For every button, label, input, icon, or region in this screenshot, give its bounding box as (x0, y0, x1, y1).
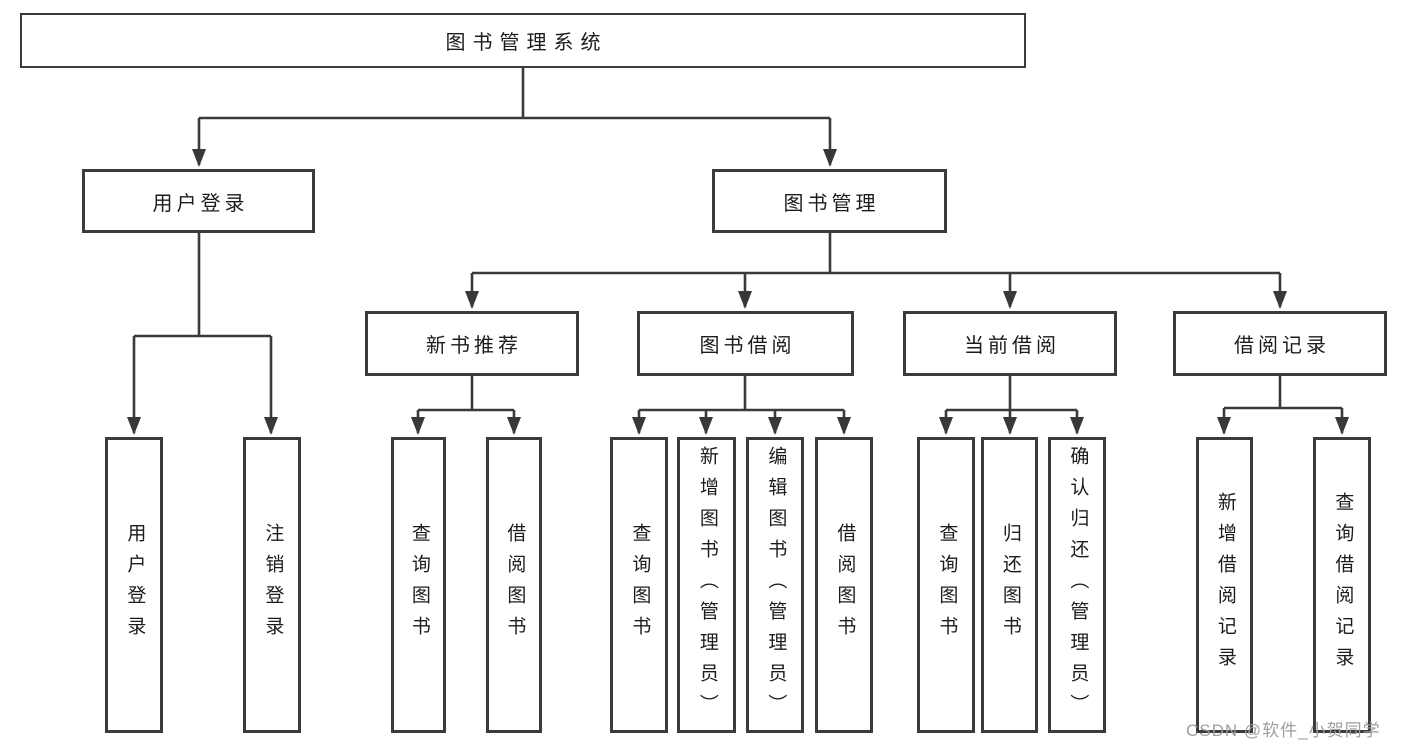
leaf-edit-book-admin: 编辑图书（管理员） (746, 437, 804, 733)
node-user-login: 用户登录 (82, 169, 315, 233)
leaf-user-login: 用户登录 (105, 437, 163, 733)
leaf-add-book-admin: 新增图书（管理员） (677, 437, 736, 733)
node-book-borrowing: 图书借阅 (637, 311, 854, 376)
csdn-watermark: CSDN @软件_小贺同学 (1186, 721, 1381, 740)
leaf-query-borrow-record: 查询借阅记录 (1313, 437, 1371, 733)
node-borrowing-records: 借阅记录 (1173, 311, 1387, 376)
leaf-return-book: 归还图书 (981, 437, 1038, 733)
leaf-borrow-query-book: 查询图书 (610, 437, 668, 733)
leaf-borrow-book: 借阅图书 (815, 437, 873, 733)
leaf-current-query-book: 查询图书 (917, 437, 975, 733)
leaf-rec-borrow-book: 借阅图书 (486, 437, 542, 733)
connector-backbone (134, 68, 1342, 412)
leaf-confirm-return-admin: 确认归还（管理员） (1048, 437, 1106, 733)
leaf-rec-query-book: 查询图书 (391, 437, 446, 733)
node-current-borrowing: 当前借阅 (903, 311, 1117, 376)
leaf-logout: 注销登录 (243, 437, 301, 733)
node-new-book-recommendation: 新书推荐 (365, 311, 579, 376)
leaf-add-borrow-record: 新增借阅记录 (1196, 437, 1253, 733)
node-root-library-system: 图书管理系统 (20, 13, 1026, 68)
node-book-management: 图书管理 (712, 169, 947, 233)
